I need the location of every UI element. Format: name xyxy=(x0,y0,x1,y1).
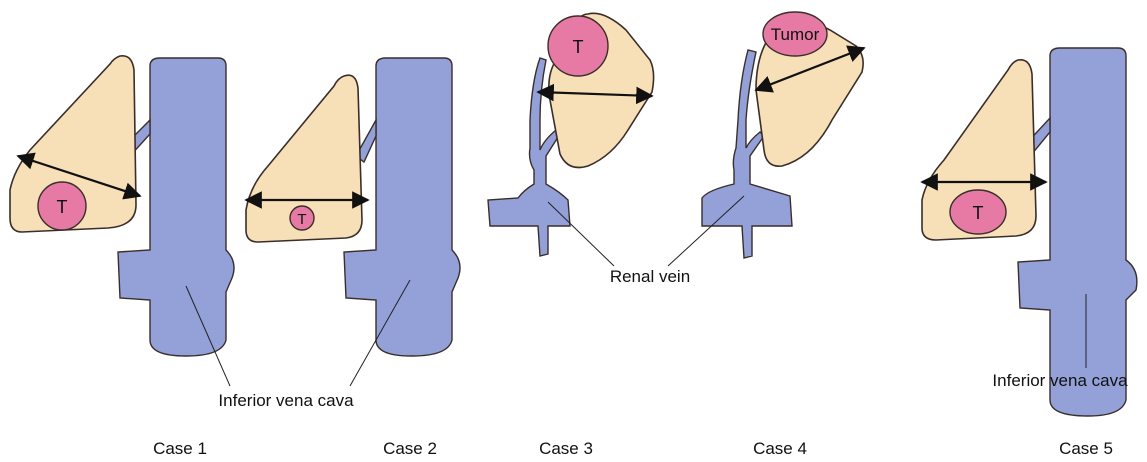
case-3-group: T xyxy=(488,13,654,266)
case-4-tumor-label: Tumor xyxy=(771,25,820,44)
case-3-tumor-label: T xyxy=(573,37,584,57)
case-2-title: Case 2 xyxy=(383,439,437,458)
ivc-label-left: Inferior vena cava xyxy=(218,391,354,410)
renal-vein-label: Renal vein xyxy=(610,267,690,286)
case-5-tumor-label: T xyxy=(973,203,984,223)
case-3-tumor: T xyxy=(548,16,608,76)
case-1-tumor-label: T xyxy=(57,197,68,217)
case-5-group: T xyxy=(922,48,1137,416)
case-2-group: T xyxy=(246,58,460,386)
case-2-tumor: T xyxy=(290,206,314,230)
case-4-title: Case 4 xyxy=(753,439,807,458)
case-4-group: Tumor xyxy=(668,12,864,266)
case-5-title: Case 5 xyxy=(1059,439,1113,458)
case-5-tumor: T xyxy=(950,190,1006,234)
case-5-ivc xyxy=(1018,48,1137,416)
case-1-tumor: T xyxy=(38,182,86,230)
case-1-group: T xyxy=(10,56,234,386)
case-2-tumor-label: T xyxy=(297,211,306,228)
case-3-renal-leader xyxy=(548,202,614,266)
case-4-tumor: Tumor xyxy=(763,12,827,56)
case-3-title: Case 3 xyxy=(539,439,593,458)
ivc-label-right: Inferior vena cava xyxy=(992,371,1128,390)
case-1-title: Case 1 xyxy=(153,439,207,458)
